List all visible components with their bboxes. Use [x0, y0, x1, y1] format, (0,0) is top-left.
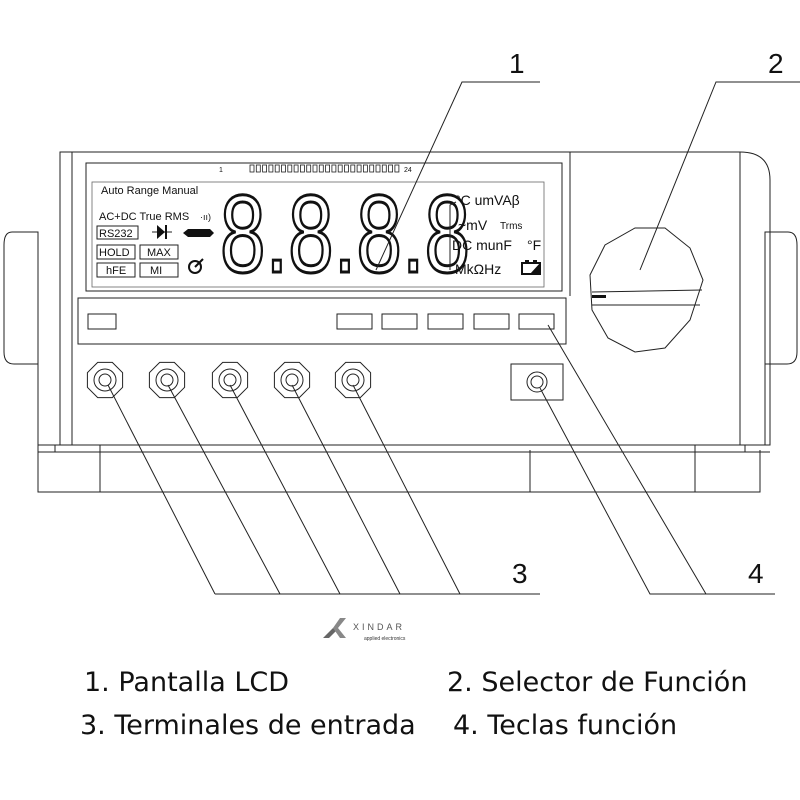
bargraph-segment — [325, 164, 331, 173]
function-key-3[interactable] — [427, 313, 464, 330]
callout-2: 2 — [768, 48, 784, 79]
bargraph-segment — [287, 164, 293, 173]
input-terminal-1[interactable] — [86, 361, 124, 399]
battery-icon — [521, 260, 541, 275]
bargraph-segment — [312, 164, 318, 173]
function-key-left[interactable] — [87, 313, 117, 330]
unit-row-1: °C umVAβ — [455, 192, 520, 208]
logo-brand: XINDAR — [353, 622, 405, 632]
mode-label: Auto Range Manual — [101, 185, 198, 197]
xindar-logo: XINDAR applied electronics — [323, 618, 406, 642]
fahrenheit-label: °F — [527, 237, 541, 253]
function-key-1[interactable] — [336, 313, 373, 330]
bargraph-segment — [249, 164, 255, 173]
bargraph-segment — [344, 164, 349, 173]
bargraph-segment — [337, 164, 343, 173]
bargraph — [249, 164, 400, 173]
legend-item-2: 2. Selector de Función — [447, 667, 748, 698]
device-body — [37, 151, 771, 493]
bargraph-segment — [369, 164, 375, 173]
legend-item-1: 1. Pantalla LCD — [84, 667, 290, 698]
function-key-2[interactable] — [381, 313, 418, 330]
bargraph-segment — [331, 164, 337, 173]
bargraph-segment — [388, 164, 394, 173]
lcd-display: 1 24 Auto Range Manual AC+DC True RMS ·ı… — [85, 162, 563, 298]
bargraph-segment — [381, 164, 387, 173]
bargraph-segment — [299, 164, 305, 173]
rs232-indicator: RS232 — [99, 228, 133, 240]
bargraph-segment — [293, 164, 299, 173]
input-terminals — [86, 361, 372, 399]
auto-off-icon — [188, 258, 204, 274]
bargraph-segment — [356, 164, 362, 173]
acdc-label: AC+DC True RMS — [99, 211, 189, 223]
right-handle — [764, 231, 798, 365]
function-key-5[interactable] — [518, 313, 555, 330]
bargraph-segment — [262, 164, 268, 173]
bargraph-segment — [274, 164, 280, 173]
max-indicator: MAX — [147, 247, 172, 259]
legend-item-3: 3. Terminales de entrada — [80, 710, 416, 741]
minus-sign — [183, 229, 214, 237]
bargraph-segment — [362, 164, 368, 173]
logo-tagline: applied electronics — [364, 636, 406, 642]
bargraph-end: 24 — [404, 167, 412, 174]
callout-3: 3 — [512, 558, 528, 589]
callout-lines — [107, 81, 800, 595]
function-key-4[interactable] — [473, 313, 510, 330]
hold-indicator: HOLD — [99, 247, 130, 259]
bargraph-start: 1 — [219, 167, 223, 174]
trms-label: Trms — [500, 221, 522, 232]
diode-icon — [152, 225, 172, 239]
bargraph-segment — [375, 164, 381, 173]
input-terminal-5[interactable] — [334, 361, 372, 399]
bargraph-segment — [306, 164, 312, 173]
callout-1: 1 — [509, 48, 525, 79]
input-terminal-3[interactable] — [211, 361, 249, 399]
unit-row-4: MkΩHz — [455, 261, 501, 277]
mi-indicator: MI — [150, 265, 162, 277]
input-terminal-5[interactable] — [526, 371, 548, 393]
legend-item-4: 4. Teclas función — [453, 710, 678, 741]
sound-icon: ·ıı) — [200, 212, 211, 222]
left-handle — [3, 231, 39, 365]
bargraph-segment — [394, 164, 400, 173]
bargraph-segment — [268, 164, 274, 173]
callout-4: 4 — [748, 558, 764, 589]
main-digits: 8.8.8.8 — [220, 173, 470, 296]
bargraph-segment — [255, 164, 261, 173]
terminal-box — [510, 363, 564, 401]
input-terminal-4[interactable] — [273, 361, 311, 399]
function-selector-knob[interactable] — [589, 227, 704, 353]
bargraph-segment — [318, 164, 324, 173]
bargraph-segment — [281, 164, 286, 173]
input-terminal-2[interactable] — [148, 361, 186, 399]
unit-row-3: DC munF — [452, 237, 512, 253]
unit-row-2: ~mV — [458, 217, 488, 233]
bargraph-segment — [350, 164, 356, 173]
hfe-indicator: hFE — [106, 265, 126, 277]
